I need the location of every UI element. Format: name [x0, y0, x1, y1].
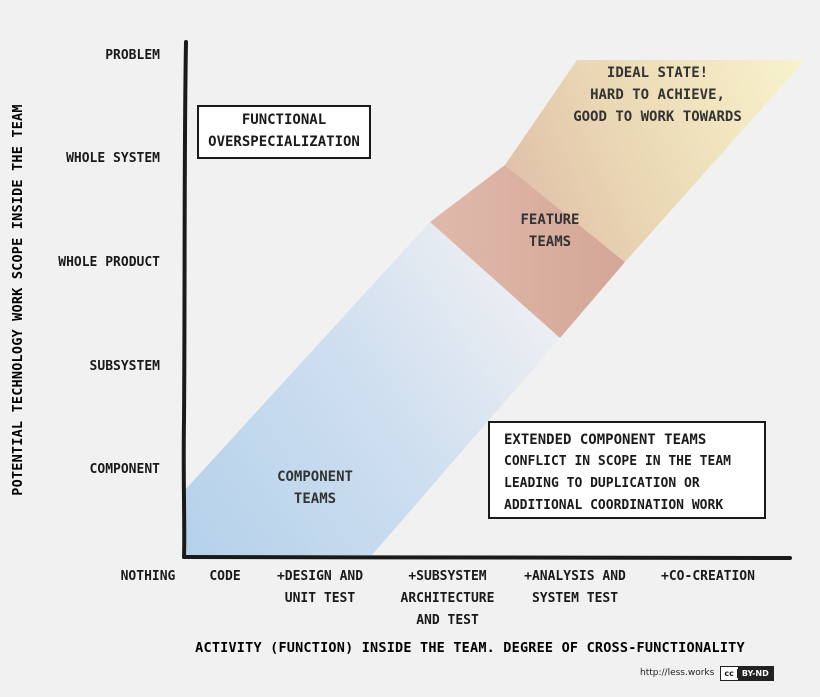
extended-box-title: EXTENDED COMPONENT TEAMS — [504, 432, 707, 448]
x-tick-co-creation: +CO-CREATION — [648, 566, 768, 588]
x-tick-line: ARCHITECTURE — [400, 591, 495, 606]
x-tick-nothing: NOTHING — [108, 566, 188, 588]
functional-box-line: FUNCTIONAL — [241, 112, 327, 128]
x-axis-label: ACTIVITY (FUNCTION) INSIDE THE TEAM. DEG… — [195, 640, 745, 656]
x-tick-code: CODE — [195, 566, 255, 588]
y-tick-component: COMPONENT — [89, 462, 160, 477]
component-teams-line: TEAMS — [293, 491, 337, 507]
x-tick-line: +ANALYSIS AND — [524, 569, 626, 584]
x-tick-analysis-system-test: +ANALYSIS AND SYSTEM TEST — [510, 566, 640, 610]
license-label: BY-ND — [737, 666, 773, 680]
x-tick-design-unit-test: +DESIGN AND UNIT TEST — [260, 566, 380, 610]
cc-icon: cc — [721, 668, 738, 678]
feature-teams-label: FEATURE TEAMS — [495, 209, 605, 253]
x-tick-line: SYSTEM TEST — [531, 591, 619, 606]
ideal-state-line: GOOD TO WORK TOWARDS — [573, 109, 742, 125]
y-axis-label: POTENTIAL TECHNOLOGY WORK SCOPE INSIDE T… — [10, 104, 26, 495]
ideal-state-line: IDEAL STATE! — [606, 65, 709, 81]
y-tick-whole-system: WHOLE SYSTEM — [66, 151, 160, 166]
x-tick-line: NOTHING — [120, 569, 176, 584]
ideal-state-line: HARD TO ACHIEVE, — [590, 87, 725, 103]
license-badge: cc BY-ND — [720, 665, 774, 681]
x-tick-line: UNIT TEST — [284, 591, 356, 606]
extended-box-line: ADDITIONAL COORDINATION WORK — [504, 498, 724, 513]
x-tick-line: +SUBSYSTEM — [408, 569, 487, 584]
functional-overspecialization-box: FUNCTIONAL OVERSPECIALIZATION — [197, 105, 371, 159]
y-axis-line — [181, 40, 188, 559]
x-tick-line: CODE — [209, 569, 241, 584]
footer-url[interactable]: http://less.works — [640, 668, 715, 678]
footer: http://less.works cc BY-ND — [640, 665, 774, 681]
x-tick-line: AND TEST — [416, 613, 479, 628]
x-tick-line: +CO-CREATION — [661, 569, 755, 584]
feature-teams-region — [430, 165, 625, 338]
y-tick-subsystem: SUBSYSTEM — [89, 359, 160, 374]
ideal-state-region — [505, 60, 805, 262]
component-teams-line: COMPONENT — [277, 469, 353, 485]
component-teams-region — [185, 222, 560, 555]
y-tick-whole-product: WHOLE PRODUCT — [58, 255, 160, 270]
y-tick-problem: PROBLEM — [105, 48, 160, 63]
x-tick-subsystem-architecture: +SUBSYSTEM ARCHITECTURE AND TEST — [385, 566, 510, 632]
extended-component-teams-box: EXTENDED COMPONENT TEAMS CONFLICT IN SCO… — [488, 421, 766, 519]
x-tick-line: +DESIGN AND — [276, 569, 364, 584]
extended-box-line: LEADING TO DUPLICATION OR — [504, 476, 700, 491]
functional-box-line: OVERSPECIALIZATION — [208, 134, 360, 150]
feature-teams-line: FEATURE — [520, 212, 580, 228]
component-teams-label: COMPONENT TEAMS — [255, 466, 375, 510]
ideal-state-label: IDEAL STATE! HARD TO ACHIEVE, GOOD TO WO… — [540, 62, 775, 128]
extended-box-line: CONFLICT IN SCOPE IN THE TEAM — [504, 454, 731, 469]
x-axis-line — [182, 555, 792, 560]
feature-teams-line: TEAMS — [528, 234, 572, 250]
